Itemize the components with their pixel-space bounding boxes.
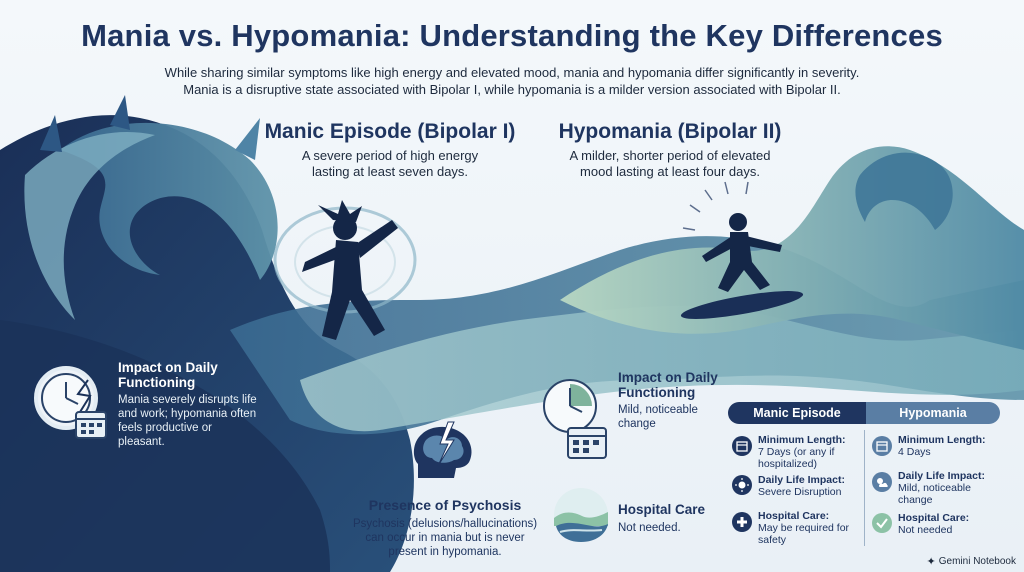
hypo-impact-heading: Functioning (618, 385, 696, 400)
hypo-desc-line: mood lasting at least four days. (580, 164, 760, 179)
hypo-impact-heading: Impact on Daily (618, 370, 718, 385)
row-label: Minimum Length: (898, 434, 986, 446)
hypo-desc-line: A milder, shorter period of elevated (569, 148, 771, 163)
medical-cross-icon (732, 512, 752, 532)
spray-strand (40, 115, 62, 152)
manic-desc-line: lasting at least seven days. (311, 164, 469, 179)
row-value: Severe Disruption (758, 486, 842, 498)
psychosis: Presence of Psychosis Psychosis (delusio… (320, 498, 570, 559)
broken-clock-icon (34, 366, 107, 439)
calendar-check-icon (872, 436, 892, 456)
manic-figure (302, 200, 398, 340)
mania-wave-curl (60, 122, 278, 281)
row-value: 4 Days (898, 446, 931, 458)
psychosis-text: can occur in mania but is never (365, 532, 525, 544)
row-label: Daily Life Impact: (758, 474, 845, 486)
mania-impact: Impact on Daily Functioning Mania severe… (118, 360, 258, 449)
row-value: May be required for safety (758, 522, 850, 546)
spray-strand (110, 95, 130, 130)
hypomania-description: A milder, shorter period of elevated moo… (520, 148, 820, 180)
subtitle-line: Mania is a disruptive state associated w… (183, 82, 841, 97)
manic-column-header: Manic Episode (728, 402, 866, 424)
check-icon (872, 513, 892, 533)
row-label: Daily Life Impact: (898, 470, 985, 482)
mania-impact-heading: Functioning (118, 375, 196, 390)
hypomania-heading: Hypomania (Bipolar II) (558, 120, 782, 143)
weather-icon (872, 472, 892, 492)
sparkle-icon: ✦ (926, 556, 936, 568)
calendar-icon (732, 436, 752, 456)
row-label: Hospital Care: (898, 512, 970, 524)
surfer-figure (702, 213, 782, 292)
table-row: Daily Life Impact: Mild, noticeable chan… (872, 470, 998, 506)
sun-icon (732, 475, 752, 495)
landscape-icon (554, 488, 608, 542)
surfboard (680, 291, 804, 319)
table-row: Minimum Length: 7 Days (or any if hospit… (732, 434, 862, 470)
spray-strand (235, 118, 260, 160)
manic-desc-line: A severe period of high energy (301, 148, 479, 163)
psychosis-text: Psychosis (delusions/hallucinations) (352, 518, 538, 530)
psychosis-heading: Presence of Psychosis (368, 497, 522, 513)
table-row: Hospital Care: May be required for safet… (732, 510, 862, 546)
row-label: Minimum Length: (758, 434, 846, 446)
hypomania-column-header: Hypomania (866, 402, 1000, 424)
brain-lightning-icon (413, 421, 472, 478)
mid-wave-light (300, 305, 1024, 432)
hospital-care: Hospital Care Not needed. (618, 502, 728, 535)
mania-impact-heading: Impact on Daily (118, 360, 218, 375)
page-title: Mania vs. Hypomania: Understanding the K… (81, 18, 943, 53)
subtitle-line: While sharing similar symptoms like high… (164, 65, 860, 80)
table-row: Minimum Length: 4 Days (872, 434, 998, 458)
subtitle: While sharing similar symptoms like high… (60, 64, 964, 98)
psychosis-text: present in hypomania. (388, 546, 502, 558)
hospital-text: Not needed. (618, 522, 681, 534)
row-value: 7 Days (or any if hospitalized) (758, 446, 835, 470)
row-value: Not needed (898, 524, 953, 536)
comparison-table: Manic Episode Hypomania Minimum Length: … (728, 402, 1000, 548)
watermark: ✦ Gemini Notebook (927, 555, 1016, 568)
mania-impact-text: Mania severely disrupts life and work; h… (118, 394, 257, 448)
row-label: Hospital Care: (758, 510, 830, 522)
manic-heading: Manic Episode (Bipolar I) (264, 120, 516, 143)
watermark-text: Gemini Notebook (938, 556, 1016, 567)
hypo-impact-text: change (618, 418, 656, 430)
manic-description: A severe period of high energy lasting a… (240, 148, 540, 180)
column-divider (864, 430, 865, 546)
hypomania-wave-curl (855, 152, 953, 230)
energy-rays (682, 181, 749, 231)
table-row: Daily Life Impact: Severe Disruption (732, 474, 862, 498)
hypo-impact-text: Mild, noticeable (618, 404, 698, 416)
row-value: Mild, noticeable change (898, 482, 971, 506)
table-row: Hospital Care: Not needed (872, 512, 998, 536)
hospital-heading: Hospital Care (618, 502, 706, 517)
clock-calendar-icon (543, 379, 607, 459)
hypo-impact: Impact on Daily Functioning Mild, notice… (618, 370, 748, 431)
mania-wave-foam (24, 131, 155, 320)
